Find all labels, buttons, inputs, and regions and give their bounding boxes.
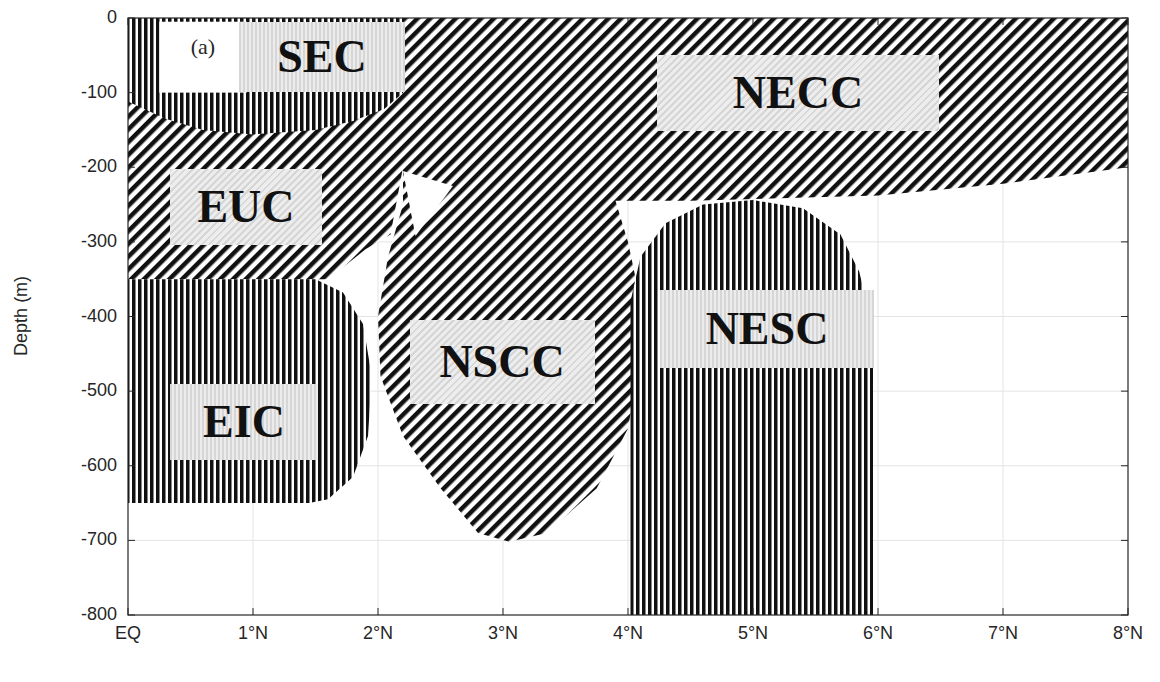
tick-mark (1121, 615, 1128, 616)
tick-mark (878, 18, 879, 25)
tick-mark (128, 391, 135, 392)
axis-title: Depth (m) (12, 276, 32, 356)
grid (128, 18, 1128, 615)
tick-mark (253, 608, 254, 615)
tick-mark (128, 540, 135, 541)
tick-mark (128, 615, 135, 616)
latitude-tick-label: 5°N (738, 624, 768, 644)
tick-mark (1121, 465, 1128, 466)
current-name: SEC (277, 33, 366, 81)
tick-mark (878, 608, 879, 615)
latitude-tick-label: 2°N (363, 624, 393, 644)
tick-mark (1003, 608, 1004, 615)
current-name: NECC (733, 69, 863, 117)
latitude-tick-label: 4°N (613, 624, 643, 644)
current-label-box: NSCC (410, 320, 595, 404)
latitude-tick-label: 8°N (1113, 624, 1143, 644)
tick-mark (503, 18, 504, 25)
depth-tick-label: -800 (81, 605, 117, 625)
tick-mark (1128, 608, 1129, 615)
tick-mark (1121, 18, 1128, 19)
current-label-box: SEC (239, 22, 405, 92)
eic-region (128, 279, 372, 503)
current-name: NSCC (439, 338, 564, 386)
tick-mark (1128, 18, 1129, 25)
tick-mark (1121, 316, 1128, 317)
nesc-region (631, 200, 874, 615)
depth-tick-label: -300 (81, 232, 117, 252)
latitude-tick-label: 1°N (238, 624, 268, 644)
current-label-box: EUC (170, 169, 322, 245)
current-label-box: NESC (660, 290, 874, 368)
depth-tick-label: -100 (81, 83, 117, 103)
undercurrent-region (128, 18, 1128, 542)
tick-mark (128, 608, 129, 615)
tick-mark (1003, 18, 1004, 25)
depth-tick-label: -200 (81, 157, 117, 177)
panel-box (159, 22, 247, 93)
panel-letter: (a) (191, 35, 215, 59)
latitude-tick-label: 3°N (488, 624, 518, 644)
grid-line (128, 540, 1128, 541)
depth-tick-label: 0 (107, 8, 117, 28)
tick-mark (128, 18, 129, 25)
latitude-tick-label: EQ (115, 624, 141, 644)
depth-tick-label: -500 (81, 381, 117, 401)
depth-tick-label: -600 (81, 456, 117, 476)
depth-tick-label: -400 (81, 307, 117, 327)
tick-mark (378, 608, 379, 615)
current-label-box: EIC (170, 384, 318, 460)
tick-mark (128, 92, 135, 93)
gap-wedge (403, 171, 453, 236)
tick-mark (1121, 391, 1128, 392)
tick-mark (753, 608, 754, 615)
current-name: NESC (706, 305, 829, 353)
tick-mark (503, 608, 504, 615)
axes-frame (128, 18, 1128, 615)
plot-border (128, 18, 1128, 615)
tick-mark (628, 608, 629, 615)
tick-mark (128, 167, 135, 168)
current-name: EUC (197, 183, 294, 231)
depth-tick-label: -700 (81, 530, 117, 550)
tick-mark (128, 316, 135, 317)
current-name: EIC (203, 398, 285, 446)
tick-mark (1121, 241, 1128, 242)
latitude-tick-label: 6°N (863, 624, 893, 644)
tick-mark (1121, 540, 1128, 541)
tick-mark (628, 18, 629, 25)
current-label-box: NECC (657, 55, 939, 131)
tick-mark (1121, 92, 1128, 93)
tick-mark (128, 465, 135, 466)
tick-mark (128, 18, 135, 19)
tick-mark (753, 18, 754, 25)
tick-mark (1121, 167, 1128, 168)
latitude-tick-label: 7°N (988, 624, 1018, 644)
tick-mark (128, 241, 135, 242)
